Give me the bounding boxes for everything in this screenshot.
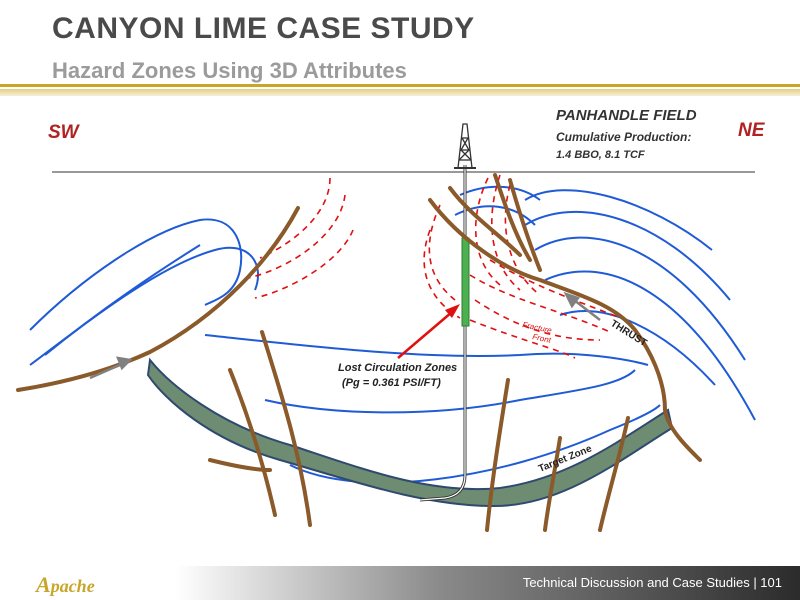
front-label: Front <box>532 332 553 345</box>
horizon-line <box>289 404 661 484</box>
hazard-line <box>474 299 601 341</box>
hazard-line <box>254 229 354 299</box>
wellbore-inner <box>419 165 466 501</box>
fault-line <box>16 206 300 392</box>
fault-line <box>493 173 532 262</box>
cumulative-production-value: 1.4 BBO, 8.1 TCF <box>556 149 645 161</box>
ne-label: NE <box>738 120 766 141</box>
horizon-line <box>544 270 756 421</box>
title-divider <box>0 84 800 96</box>
fault-line <box>228 368 277 517</box>
horizon-line <box>459 185 541 201</box>
fault-line <box>508 178 542 272</box>
horizon-lines <box>29 185 756 484</box>
fault-movement-arrows <box>89 291 601 380</box>
horizon-line <box>264 369 636 414</box>
hazard-line <box>428 204 456 301</box>
fault-line <box>598 416 630 532</box>
lost-circulation-label: Lost Circulation Zones <box>338 362 457 374</box>
fault-line <box>448 186 522 257</box>
hazard-line <box>423 229 461 319</box>
footer-bar: Technical Discussion and Case Studies | … <box>0 566 800 600</box>
hazard-line <box>469 319 576 359</box>
hazard-line <box>469 274 611 333</box>
slide-subtitle: Hazard Zones Using 3D Attributes <box>52 58 407 83</box>
horizon-line <box>524 210 731 301</box>
horizon-line <box>524 189 713 251</box>
horizon-line <box>204 334 649 366</box>
horizon-line <box>29 218 243 331</box>
fault-line <box>260 330 312 527</box>
hazard-line <box>239 194 346 281</box>
movement-arrow-head <box>563 291 581 309</box>
horizon-line <box>534 236 746 361</box>
field-name: PANHANDLE FIELD <box>556 107 697 124</box>
lost-circulation-arrow <box>397 304 460 359</box>
footer-text: Technical Discussion and Case Studies | … <box>522 575 782 590</box>
lost-circulation-interval <box>461 237 470 327</box>
horizon-line <box>559 310 716 386</box>
drilling-rig-icon <box>454 123 476 169</box>
slide-title: CANYON LIME CASE STUDY <box>52 12 475 45</box>
fault-line <box>208 458 272 472</box>
cumulative-production-label: Cumulative Production: <box>556 130 691 144</box>
movement-arrow <box>573 299 601 321</box>
hazard-line <box>259 177 331 259</box>
pressure-gradient-label: (Pg = 0.361 PSI/FT) <box>342 377 441 389</box>
movement-arrow-head <box>116 356 133 371</box>
horizon-line <box>29 246 260 366</box>
hazard-line <box>489 259 626 321</box>
hazard-line <box>491 174 521 291</box>
fault-line <box>485 378 510 532</box>
movement-arrow <box>89 362 123 380</box>
hazard-line <box>474 177 501 286</box>
fault-line <box>428 198 702 462</box>
horizon-line <box>44 244 201 356</box>
sw-label: SW <box>48 122 81 143</box>
cross-section-diagram: SW NE PANHANDLE FIELD Cumulative Product… <box>16 107 766 532</box>
hazard-line <box>504 184 541 296</box>
company-logo: Apache <box>36 572 95 597</box>
fault-lines <box>16 173 702 532</box>
fault-line <box>543 436 562 532</box>
